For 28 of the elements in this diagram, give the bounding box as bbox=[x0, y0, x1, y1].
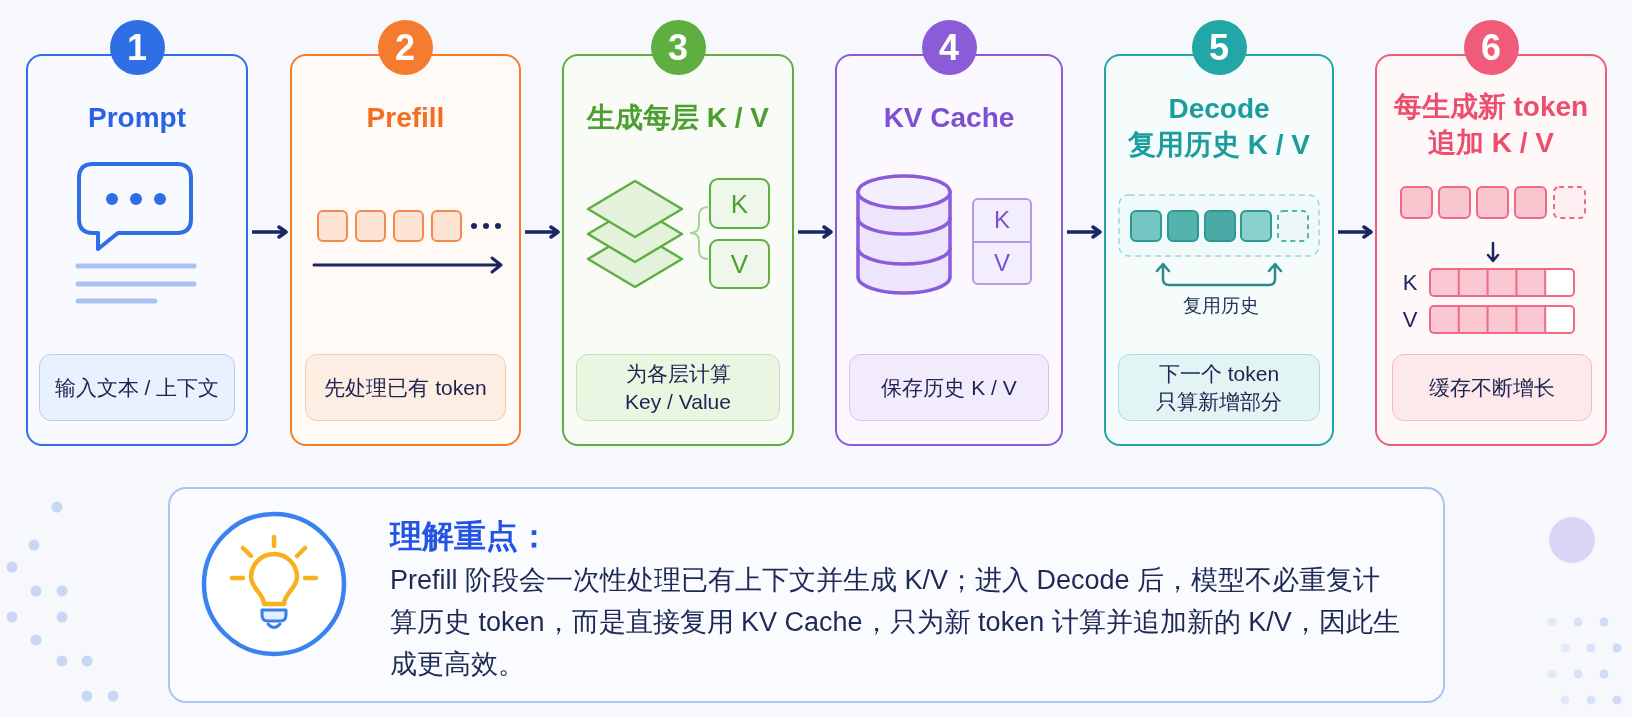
flow-arrow bbox=[1067, 225, 1102, 239]
card-title: 生成每层 K / V bbox=[587, 101, 769, 135]
card-title: KV Cache bbox=[883, 101, 1015, 135]
description-box: 输入文本 / 上下文 bbox=[39, 354, 235, 421]
card-title: 每生成新 token 追加 K / V bbox=[1392, 90, 1590, 160]
description-box: 先处理已有 token bbox=[305, 354, 506, 421]
kv-box bbox=[972, 198, 1032, 285]
flow-arrow bbox=[798, 225, 833, 239]
description-box: 为各层计算 Key / Value bbox=[576, 354, 780, 421]
description-box: 缓存不断增长 bbox=[1392, 354, 1592, 421]
flow-arrow bbox=[525, 225, 560, 239]
row-label: K bbox=[1402, 269, 1418, 297]
panel-text: Prefill 阶段会一次性处理已有上下文并生成 K/V；进入 Decode 后，模型不必重复计算历史 token，而是直接复用 KV Cache，只为新 token 计算并追加新的 K/V，因此生成更高效。 bbox=[390, 564, 1400, 681]
flow-arrow bbox=[1338, 225, 1373, 239]
kv-box: V bbox=[709, 239, 770, 289]
card-title: Prefill bbox=[366, 101, 445, 135]
description-box: 保存历史 K / V bbox=[849, 354, 1049, 421]
kv-letter: V bbox=[974, 240, 1030, 283]
card-title: Prompt bbox=[88, 101, 186, 135]
kv-letter: K bbox=[993, 205, 1011, 236]
kv-box: K bbox=[709, 178, 770, 229]
note-panel bbox=[168, 487, 1445, 703]
card-title: Decode 复用历史 K / V bbox=[1127, 92, 1311, 162]
panel-heading: 理解重点： bbox=[390, 517, 550, 556]
arrow-caption: 复用历史 bbox=[1183, 294, 1259, 318]
description-box: 下一个 token 只算新增部分 bbox=[1118, 354, 1320, 421]
flow-arrow bbox=[252, 225, 288, 239]
row-label: V bbox=[1402, 306, 1418, 334]
